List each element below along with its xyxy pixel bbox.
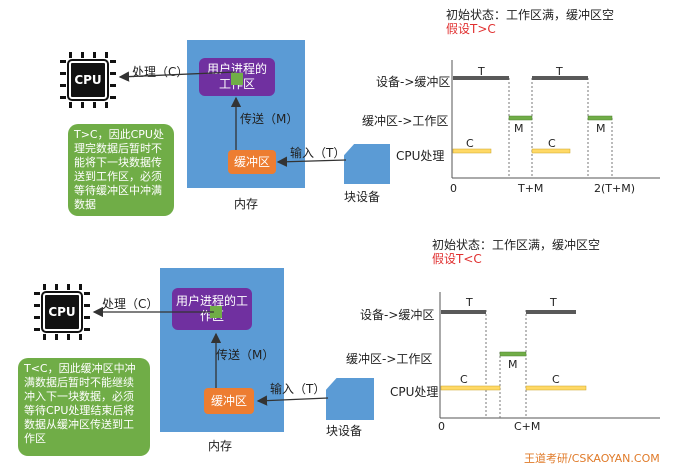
device-label-bottom: 块设备 [326,424,363,438]
cpu-chip-bottom: CPU [34,284,90,340]
axis-tick-label: 2(T+M) [594,182,636,195]
bar-M [508,115,533,121]
data-block-icon [210,306,222,318]
state-text-top: 初始状态：工作区满，缓冲区空 [446,8,615,22]
arrow-send-label-top: 传送（M） [240,112,299,126]
state-text-bottom: 初始状态：工作区满，缓冲区空 [432,238,601,252]
bar-label: T [550,296,557,309]
buffer-box-top: 缓冲区 [228,150,276,174]
block-device-top [344,144,390,184]
note-bubble-bottom: T<C，因此缓冲区中冲满数据后暂时不能继续冲入下一块数据，必须等待CPU处理结束… [18,358,150,456]
bar-label: M [514,122,524,135]
bar-label: M [508,358,518,371]
bar-M [587,115,613,121]
device-label-top: 块设备 [344,190,381,204]
bar-C [531,148,571,154]
bar-T [532,76,588,80]
axis-tick-label: T+M [518,182,544,195]
row-label-cpu-bottom: CPU处理 [390,385,439,399]
bar-T [526,310,576,314]
axis-tick-label: 0 [450,182,457,195]
row-label-buffer-top: 缓冲区->工作区 [362,114,449,128]
buffer-box-bottom: 缓冲区 [204,388,254,414]
block-device-bottom [326,378,374,420]
bar-label: C [552,373,560,386]
bar-T [441,310,486,314]
arrow-input-top [276,156,347,167]
bar-label: C [548,137,556,150]
bar-label: C [466,137,474,150]
bar-C [452,148,492,154]
axis-tick-label: 0 [438,420,445,433]
memory-label-top: 内存 [234,197,259,211]
arrow-send-label-bottom: 传送（M） [216,348,275,362]
axis-tick-label: C+M [514,420,541,433]
bar-label: T [556,65,563,78]
arrow-input-label-bottom: 输入（T） [270,382,326,396]
bar-M [499,351,527,357]
bar-C [525,385,587,391]
cpu-label-bottom: CPU [41,291,83,333]
bar-label: C [460,373,468,386]
bar-T [453,76,509,80]
note-text-bottom: T<C，因此缓冲区中冲满数据后暂时不能继续冲入下一块数据，必须等待CPU处理结束… [24,362,136,445]
data-block-icon [231,73,243,85]
bar-label: T [466,296,473,309]
row-label-device-top: 设备->缓冲区 [376,75,451,89]
assume-text-bottom: 假设T<C [432,252,482,266]
arrow-process-top [118,71,237,82]
arrow-input-bottom [256,395,329,406]
assume-text-top: 假设T>C [446,22,496,36]
bar-label: M [596,122,606,135]
arrow-process-label-bottom: 处理（C） [102,297,159,311]
cpu-chip-top: CPU [60,52,116,108]
memory-label-bottom: 内存 [208,439,233,453]
row-label-buffer-bottom: 缓冲区->工作区 [346,352,433,366]
bar-C [440,385,501,391]
cpu-label-top: CPU [67,59,109,101]
note-text-top: T>C，因此CPU处理完数据后暂时不能将下一块数据传送到工作区，必须等待缓冲区中… [74,128,164,211]
row-label-cpu-top: CPU处理 [396,149,445,163]
row-label-device-bottom: 设备->缓冲区 [360,308,435,322]
note-bubble-top: T>C，因此CPU处理完数据后暂时不能将下一块数据传送到工作区，必须等待缓冲区中… [68,124,174,216]
bar-label: T [478,65,485,78]
arrow-input-label-top: 输入（T） [290,146,346,160]
